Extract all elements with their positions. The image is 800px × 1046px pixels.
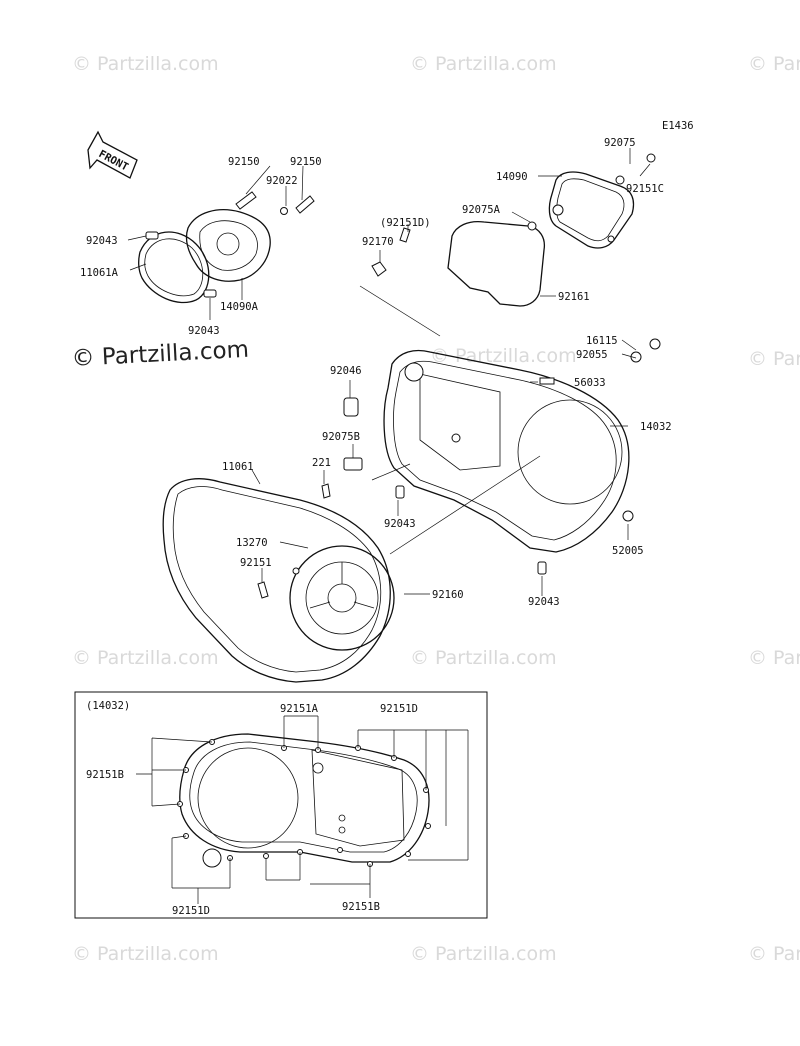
part-labels: 92150 92150 92022 92043 11061A 14090A 92… (80, 137, 672, 608)
watermark: © Partzilla.com (72, 943, 219, 965)
part-label: 56033 (574, 377, 606, 389)
part-label: 14090A (220, 301, 259, 313)
part-label: 92170 (362, 236, 394, 248)
part-label: 92043 (384, 518, 416, 530)
inset-detail: (14032) (74, 691, 488, 919)
part-label: (92151D) (380, 217, 431, 229)
part-label: 16115 (586, 335, 618, 347)
watermark: © Partzilla.com (72, 647, 219, 669)
part-label: 92151 (240, 557, 272, 569)
part-label: 92150 (228, 156, 260, 168)
watermark: © Partzilla.com (410, 53, 557, 75)
part-label: 92022 (266, 175, 298, 187)
watermark: © Partzilla.com (72, 53, 219, 75)
watermark: © Partzilla.com (748, 348, 800, 370)
part-label: 92150 (290, 156, 322, 168)
inset-label: 92151D (380, 703, 418, 715)
watermark: © Partzilla.com (410, 943, 557, 965)
inset-label: 92151A (280, 703, 319, 715)
main-cover-assembly (383, 338, 661, 553)
part-label: 92043 (86, 235, 118, 247)
part-label: 52005 (612, 545, 644, 557)
part-label: 92075A (462, 204, 501, 216)
watermark: © Partzilla.com (748, 647, 800, 669)
part-label: 92055 (576, 349, 608, 361)
part-label: 92075B (322, 431, 360, 443)
part-label: 14090 (496, 171, 528, 183)
gasket-assembly (162, 455, 541, 683)
inset-label: 92151B (86, 769, 124, 781)
watermark-layer: © Partzilla.com © Partzilla.com © Partzi… (71, 53, 800, 965)
pump-cover-assembly (138, 191, 315, 304)
inset-label: 92151D (172, 905, 210, 917)
watermark: © Partzilla.com (748, 53, 800, 75)
part-label: 92075 (604, 137, 636, 149)
watermark: © Partzilla.com (748, 943, 800, 965)
inset-title: (14032) (86, 700, 130, 712)
part-label: 92046 (330, 365, 362, 377)
front-label: FRONT (97, 148, 131, 173)
inset-bolt-holes (177, 739, 431, 867)
part-label: 92151C (626, 183, 664, 195)
part-label: 13270 (236, 537, 268, 549)
part-label: 11061A (80, 267, 119, 279)
inset-leaders (136, 715, 469, 904)
part-label: 92043 (528, 596, 560, 608)
part-label: 14032 (640, 421, 672, 433)
watermark: © Partzilla.com (430, 345, 577, 367)
part-label: 92161 (558, 291, 590, 303)
front-arrow-icon: FRONT (87, 130, 138, 179)
watermark: © Partzilla.com (410, 647, 557, 669)
inset-label: 92151B (342, 901, 380, 913)
part-label: 11061 (222, 461, 254, 473)
part-label: 221 (312, 457, 331, 469)
outer-cover-assembly (359, 153, 656, 337)
part-label: 92160 (432, 589, 464, 601)
part-label: 92043 (188, 325, 220, 337)
diagram-code: E1436 (662, 120, 694, 132)
main-watermark: © Partzilla.com (71, 337, 250, 372)
leader-lines (127, 148, 651, 596)
small-parts (321, 397, 547, 575)
